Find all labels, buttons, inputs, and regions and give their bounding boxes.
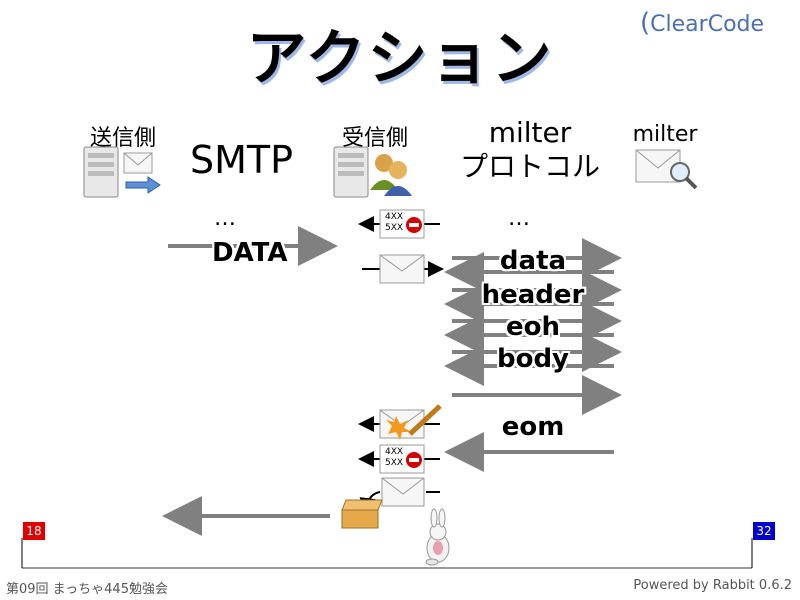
reply-codes-top: 4XX 5XX bbox=[385, 212, 403, 234]
dots-right: … bbox=[508, 206, 532, 231]
total-pages-flag: 32 bbox=[753, 522, 775, 540]
milter-protocol-line1: milter bbox=[488, 116, 572, 149]
envelope-forward-icon bbox=[362, 254, 444, 284]
milter-envelope-search-icon bbox=[635, 149, 698, 190]
milter-body-exchange bbox=[444, 332, 622, 386]
envelope-edit-icon bbox=[358, 404, 442, 440]
footer-event-name: 第09回 まっちゃ445勉強会 bbox=[6, 582, 168, 597]
milter-protocol-line2: プロトコル bbox=[459, 150, 600, 183]
clearcode-logo: (ClearCode bbox=[640, 8, 764, 38]
envelope-accept-icon bbox=[359, 477, 440, 514]
milter-message-data: data bbox=[499, 246, 567, 276]
slide-title: アクション bbox=[246, 24, 554, 94]
milter-protocol-label: milter プロトコル bbox=[450, 116, 610, 184]
current-page-flag: 18 bbox=[23, 522, 45, 540]
smtp-label: SMTP bbox=[190, 138, 294, 182]
reply-code-4xx: 4XX bbox=[385, 447, 404, 457]
sender-envelope-icon bbox=[123, 152, 153, 174]
reply-code-reject-icon-bottom bbox=[358, 444, 440, 474]
reply-code-4xx: 4XX bbox=[385, 212, 404, 222]
sender-server-icon bbox=[83, 146, 119, 198]
data-command-label: DATA bbox=[212, 238, 288, 268]
send-blue-arrow-icon bbox=[125, 176, 161, 194]
logo-mark-icon: ( bbox=[640, 8, 651, 38]
reply-code-5xx: 5XX bbox=[385, 223, 404, 233]
milter-message-eom: eom bbox=[501, 412, 565, 442]
milter-message-body: body bbox=[496, 344, 570, 374]
milter-message-header: header bbox=[481, 280, 585, 310]
users-icon bbox=[370, 154, 412, 196]
reply-code-5xx: 5XX bbox=[385, 458, 404, 468]
rabbit-icon bbox=[425, 508, 450, 566]
logo-text-code: Code bbox=[707, 12, 765, 37]
logo-text-clear: Clear bbox=[650, 12, 708, 37]
footer-powered-by: Powered by Rabbit 0.6.2 bbox=[633, 578, 792, 593]
milter-label: milter bbox=[632, 122, 698, 147]
reply-code-reject-icon-top bbox=[358, 209, 440, 239]
dots-left: … bbox=[214, 206, 238, 231]
milter-message-eoh: eoh bbox=[505, 312, 560, 342]
reply-codes-bottom: 4XX 5XX bbox=[385, 447, 403, 469]
receiver-server-icon bbox=[333, 146, 369, 198]
delivery-box-icon bbox=[341, 499, 383, 529]
